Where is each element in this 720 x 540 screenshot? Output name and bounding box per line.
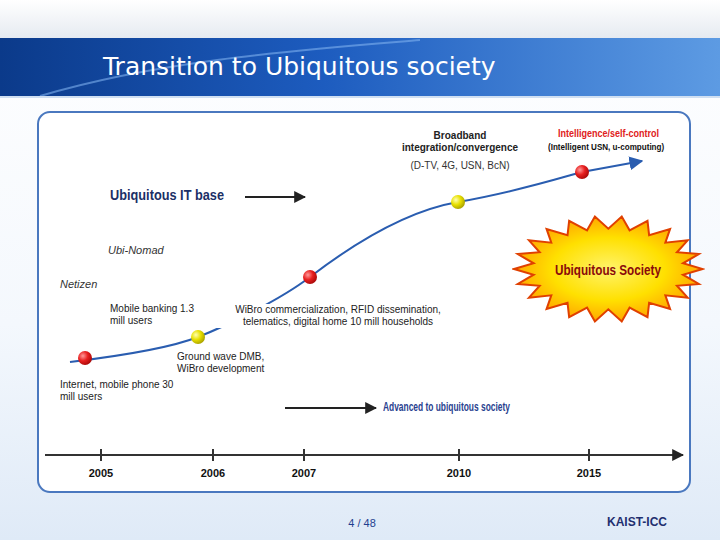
year-label: 2006 [188, 467, 238, 480]
axis-ticks [101, 449, 589, 461]
year-label: 2007 [279, 467, 329, 480]
stage-heading: Advanced to ubiquitous society [383, 400, 510, 414]
milestone-note: Broadband integration/convergence [375, 130, 545, 154]
pointer-arrow [245, 196, 305, 198]
stage-heading: Ubiquitous IT base [110, 186, 224, 204]
page-number: 4 / 48 [332, 517, 392, 530]
starburst-outline [514, 217, 703, 322]
milestone-dot [575, 165, 589, 179]
stage-label: Ubi-Nomad [108, 244, 164, 257]
milestone-dot [78, 351, 92, 365]
milestone-note: Intelligence/self-control [558, 128, 659, 140]
milestone-dot [303, 270, 317, 284]
year-label: 2005 [76, 467, 126, 480]
header-bar [0, 38, 720, 96]
milestone-note: (D-TV, 4G, USN, BcN) [375, 160, 545, 172]
top-band [0, 0, 720, 40]
milestone-note: Internet, mobile phone 30 mill users [60, 379, 190, 403]
year-label: 2010 [434, 467, 484, 480]
header-rule [0, 96, 720, 98]
badge-text: Ubiquitous Society [555, 261, 661, 278]
footer-brand: KAIST-ICC [607, 515, 667, 529]
starburst-badge: Ubiquitous Society [512, 214, 705, 324]
milestone-note: Ground wave DMB, WiBro development [177, 351, 285, 375]
year-label: 2015 [564, 467, 614, 480]
slide-title: Transition to Ubiquitous society [103, 52, 496, 81]
time-axis [45, 454, 683, 456]
stage-label: Netizen [60, 278, 97, 291]
pointer-arrow [285, 407, 376, 409]
milestone-note: Mobile banking 1.3 mill users [110, 303, 202, 327]
milestone-dot [451, 195, 465, 209]
milestone-note: WiBro commercialization, RFID disseminat… [216, 304, 460, 328]
milestone-note: (Intelligent USN, u-computing) [548, 141, 664, 152]
milestone-dot [191, 330, 205, 344]
